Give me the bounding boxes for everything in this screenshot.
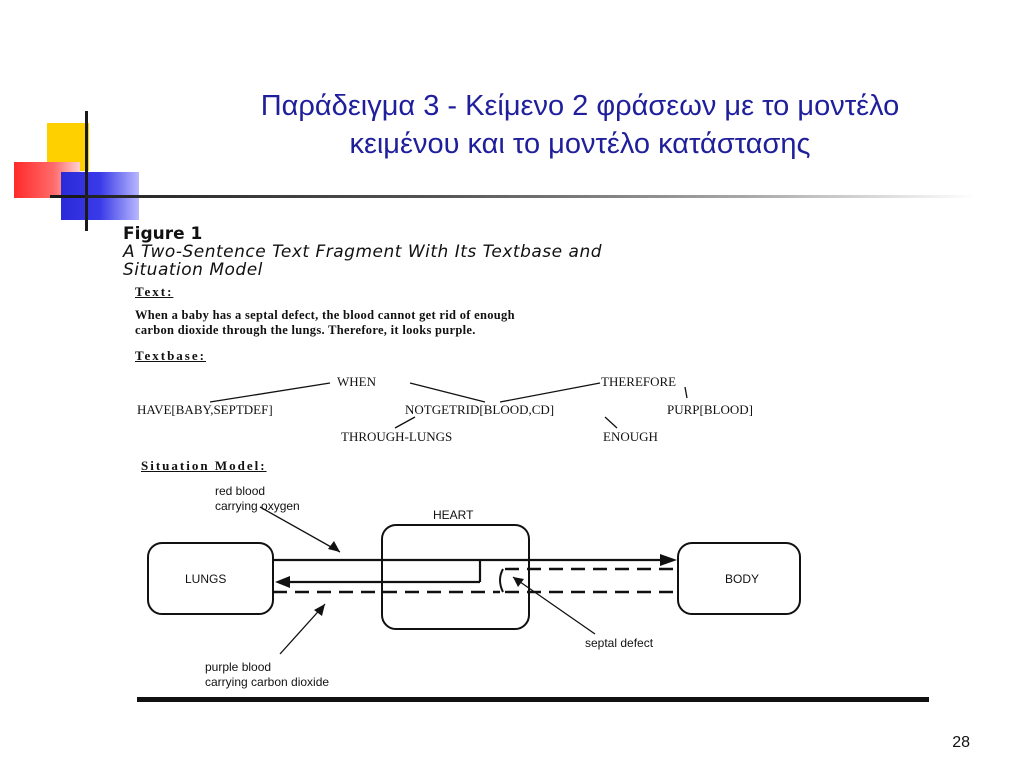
- slide-title: Παράδειγμα 3 - Κείμενο 2 φράσεων με το μ…: [150, 87, 1010, 163]
- slide-title-line-2: κειμένου και το μοντέλο κατάστασης: [349, 128, 811, 160]
- body-box: [677, 542, 801, 615]
- textbase-through: THROUGH-LUNGS: [341, 429, 453, 444]
- red-blood-label-line-1: red blood: [215, 484, 266, 498]
- figure-bottom-rule: [137, 697, 929, 702]
- red-blood-label-line-2: carrying oxygen: [215, 499, 300, 513]
- text-label: Text:: [135, 284, 174, 299]
- textbase-enough: ENOUGH: [603, 429, 658, 444]
- textbase-therefore: THEREFORE: [601, 374, 677, 389]
- heart-box: [381, 524, 530, 630]
- situation-label: Situation Model:: [141, 458, 267, 473]
- textbase-label: Textbase:: [135, 348, 206, 363]
- title-rule: [85, 195, 975, 198]
- page-number: 28: [952, 734, 970, 751]
- scanned-figure: Figure 1 A Two-Sentence Text Fragment Wi…: [115, 222, 945, 712]
- purple-blood-label-line-2: carrying carbon dioxide: [205, 675, 330, 689]
- slide-title-line-1: Παράδειγμα 3 - Κείμενο 2 φράσεων με το μ…: [260, 90, 900, 122]
- textbase-when: WHEN: [337, 374, 376, 389]
- textbase-notgetrid: NOTGETRID[BLOOD,CD]: [405, 402, 555, 417]
- lungs-box: [147, 542, 274, 615]
- figure-subtitle-line-1: A Two-Sentence Text Fragment With Its Te…: [123, 242, 603, 262]
- body-label: BODY: [725, 572, 760, 586]
- heart-label: HEART: [433, 508, 474, 522]
- figure-graphics: [137, 382, 929, 702]
- figure-subtitle-line-2: Situation Model: [123, 260, 263, 280]
- purple-blood-label-line-1: purple blood: [205, 660, 272, 674]
- text-line-1: When a baby has a septal defect, the blo…: [135, 308, 515, 322]
- textbase-purp: PURP[BLOOD]: [667, 402, 753, 417]
- septal-defect-label: septal defect: [585, 636, 654, 650]
- lungs-label: LUNGS: [185, 572, 227, 586]
- figure-heading: Figure 1: [123, 224, 203, 244]
- decor-vertical-line: [85, 111, 88, 231]
- text-line-2: carbon dioxide through the lungs. Theref…: [135, 323, 476, 337]
- textbase-have: HAVE[BABY,SEPTDEF]: [137, 402, 273, 417]
